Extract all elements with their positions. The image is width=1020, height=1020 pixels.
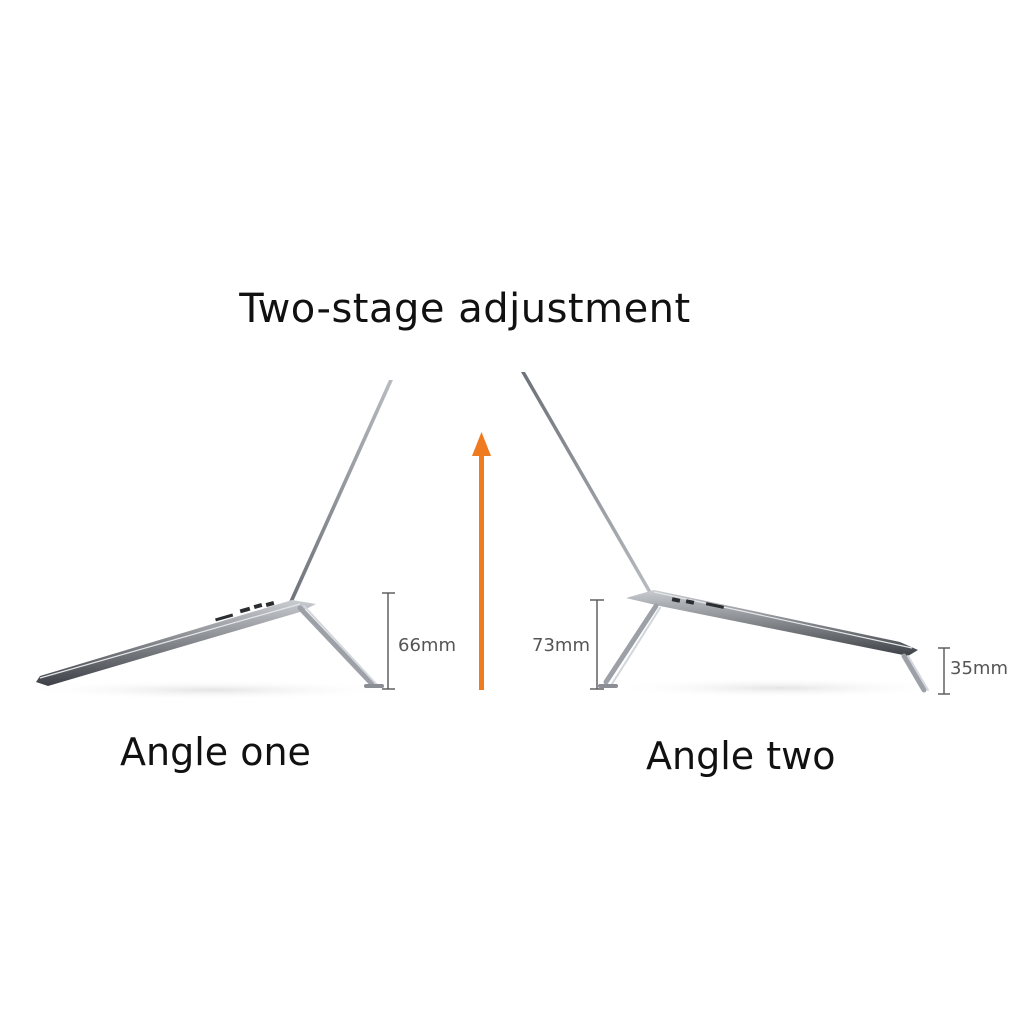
laptop-lid-right [521,372,653,594]
laptop-lid-left [288,380,393,604]
shadow-left [20,680,400,700]
dimension-marker-66mm [382,592,395,690]
laptop-base-right [626,590,918,656]
dimension-marker-73mm [590,599,604,690]
page-title: Two-stage adjustment [239,286,691,332]
dimension-marker-35mm [938,647,950,695]
stand-legs-right-front [598,603,661,688]
laptop-base-left [36,600,316,686]
shadow-right [610,678,950,698]
height-label-66mm: 66mm [398,635,456,656]
laptop-angle-one [20,380,400,700]
stand-legs-right-rear [901,653,929,693]
caption-angle-two: Angle two [646,734,836,778]
stand-legs-left [297,605,384,688]
height-label-35mm: 35mm [950,658,1008,679]
laptop-angle-two [521,372,950,698]
height-label-73mm: 73mm [532,635,590,656]
up-arrow-icon [472,432,491,690]
caption-angle-one: Angle one [120,730,311,774]
